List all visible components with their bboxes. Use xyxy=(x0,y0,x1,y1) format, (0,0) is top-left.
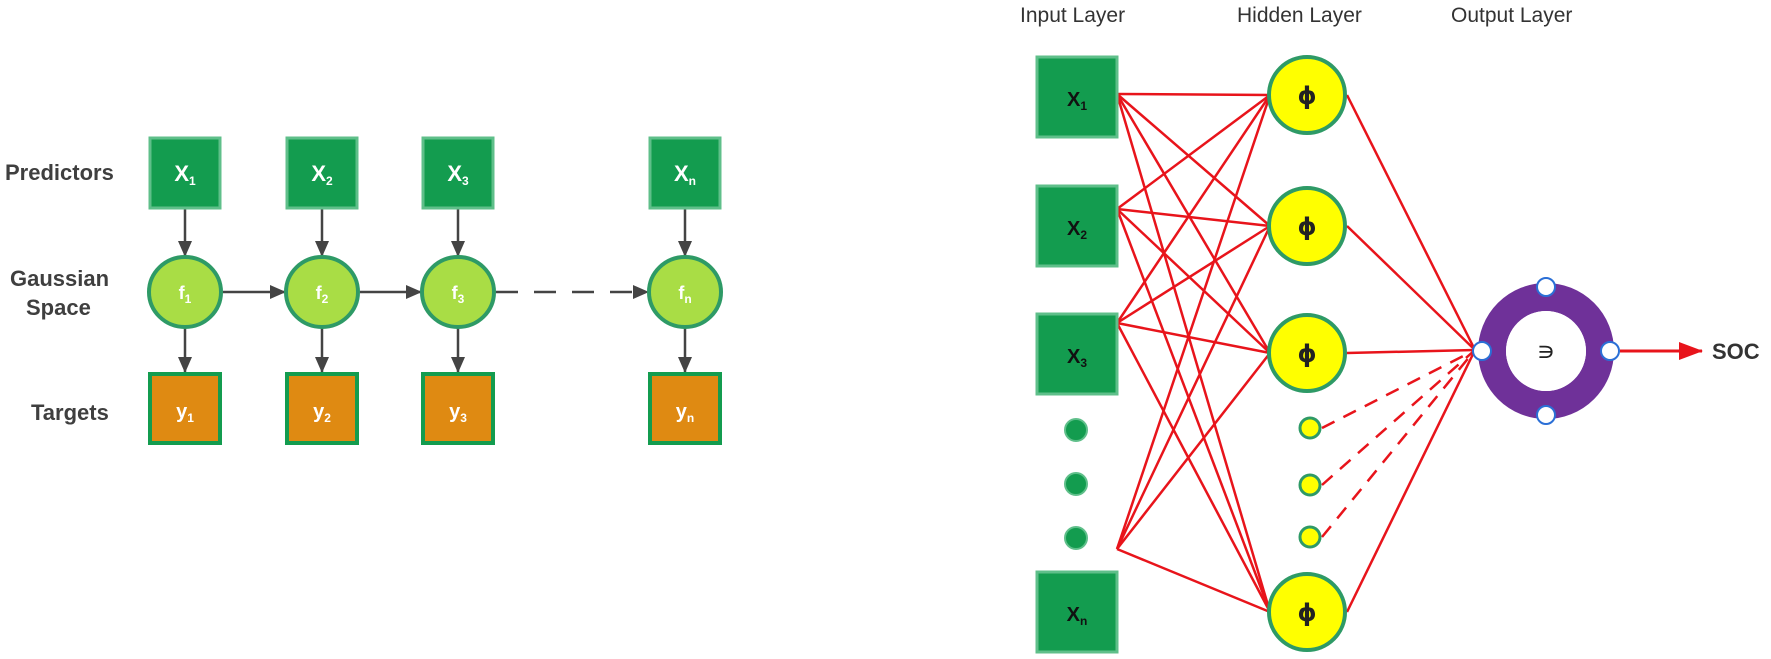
svg-text:fn: fn xyxy=(678,283,691,306)
conn-input-2-hidden-1 xyxy=(1116,93,1271,211)
conn-h2-out xyxy=(1346,225,1476,351)
hidden-ellipsis-dot xyxy=(1298,473,1322,497)
conn-input-3-hidden-1 xyxy=(1115,94,1272,324)
predictor-box-1: X1 xyxy=(148,136,222,210)
conn-dot1-out xyxy=(1321,348,1476,430)
svg-text:X2: X2 xyxy=(1067,218,1087,242)
conn-input-1-hidden-2 xyxy=(1116,93,1271,227)
svg-text:ϕ: ϕ xyxy=(1297,340,1316,368)
conn-input-1-hidden-1 xyxy=(1116,92,1271,97)
predictor-box-3: X3 xyxy=(421,136,495,210)
input-layer-label: Input Layer xyxy=(1020,4,1125,27)
svg-text:X1: X1 xyxy=(174,161,196,188)
input-box-3: X3 xyxy=(1035,312,1119,396)
svg-text:y2: y2 xyxy=(313,401,331,425)
predictor-box-2: X2 xyxy=(285,136,359,210)
hidden-node-3: ϕ xyxy=(1267,313,1347,393)
conn-input-2-hidden-3 xyxy=(1116,208,1271,354)
latent-node-3: f3 xyxy=(420,255,496,329)
output-handle-top xyxy=(1536,277,1556,297)
svg-text:f2: f2 xyxy=(316,283,329,306)
target-box-n: yn xyxy=(648,372,722,445)
input-ellipsis-dot xyxy=(1064,472,1088,496)
input-ellipsis-dot xyxy=(1064,526,1088,550)
conn-input-2-hidden-4 xyxy=(1115,208,1272,613)
hidden-layer-label: Hidden Layer xyxy=(1237,4,1362,27)
conn-hn-out xyxy=(1345,349,1477,613)
space-label: Space xyxy=(26,295,91,320)
conn-h1-out xyxy=(1345,94,1477,351)
nn-connections xyxy=(1115,92,1272,614)
svg-text:y1: y1 xyxy=(176,401,194,425)
output-node: ∍ xyxy=(1472,277,1620,425)
hidden-node-1: ϕ xyxy=(1267,55,1347,135)
input-box-1: X1 xyxy=(1035,55,1119,139)
latent-node-2: f2 xyxy=(284,255,360,329)
conn-dot2-out xyxy=(1321,349,1476,486)
latent-node-1: f1 xyxy=(147,255,223,329)
hidden-ellipsis-dot xyxy=(1298,525,1322,549)
svg-text:y3: y3 xyxy=(449,401,467,425)
latent-node-n: fn xyxy=(647,255,723,329)
target-box-2: y2 xyxy=(285,372,359,445)
conn-dot3-out xyxy=(1321,349,1476,538)
conn-input-4-hidden-1 xyxy=(1115,94,1272,550)
target-box-1: y1 xyxy=(148,372,222,445)
output-handle-right xyxy=(1600,341,1620,361)
targets-label: Targets xyxy=(31,400,109,425)
svg-text:Xn: Xn xyxy=(674,161,696,188)
svg-text:X2: X2 xyxy=(311,161,333,188)
hidden-node-n: ϕ xyxy=(1267,572,1347,652)
conn-input-3-hidden-4 xyxy=(1115,322,1272,613)
svg-text:f3: f3 xyxy=(452,283,465,306)
nn-diagram: Input Layer Hidden Layer Output Layer X1… xyxy=(1020,4,1760,654)
gaussian-label: Gaussian xyxy=(10,266,109,291)
gp-diagram: Predictors Gaussian Space Targets X1 X2 … xyxy=(5,136,723,445)
svg-text:f1: f1 xyxy=(179,283,192,306)
conn-input-3-hidden-3 xyxy=(1116,321,1271,355)
output-label: SOC xyxy=(1712,339,1760,364)
svg-text:X3: X3 xyxy=(1067,346,1087,370)
svg-text:yn: yn xyxy=(676,401,694,425)
input-box-n: Xn xyxy=(1035,570,1119,654)
conn-input-1-hidden-4 xyxy=(1115,93,1272,613)
output-layer-label: Output Layer xyxy=(1451,4,1572,27)
predictors-label: Predictors xyxy=(5,160,114,185)
conn-input-4-hidden-2 xyxy=(1115,225,1272,550)
target-box-3: y3 xyxy=(421,372,495,445)
svg-text:ϕ: ϕ xyxy=(1297,82,1316,110)
conn-h3-out xyxy=(1346,348,1476,355)
conn-input-4-hidden-3 xyxy=(1116,352,1271,550)
input-ellipsis-dot xyxy=(1064,418,1088,442)
svg-text:ϕ: ϕ xyxy=(1297,213,1316,241)
conn-input-2-hidden-2 xyxy=(1116,207,1271,228)
conn-input-4-hidden-4 xyxy=(1116,547,1271,614)
conn-input-1-hidden-3 xyxy=(1115,93,1272,354)
svg-text:Xn: Xn xyxy=(1067,604,1088,628)
output-handle-bottom xyxy=(1536,405,1556,425)
svg-text:X1: X1 xyxy=(1067,89,1087,113)
output-symbol: ∍ xyxy=(1537,337,1556,367)
predictor-box-n: Xn xyxy=(648,136,722,210)
conn-input-3-hidden-2 xyxy=(1116,224,1271,325)
hidden-node-2: ϕ xyxy=(1267,186,1347,266)
input-box-2: X2 xyxy=(1035,184,1119,268)
output-handle-left xyxy=(1472,341,1492,361)
svg-text:ϕ: ϕ xyxy=(1297,599,1316,627)
svg-text:X3: X3 xyxy=(447,161,469,188)
hidden-ellipsis-dot xyxy=(1298,416,1322,440)
